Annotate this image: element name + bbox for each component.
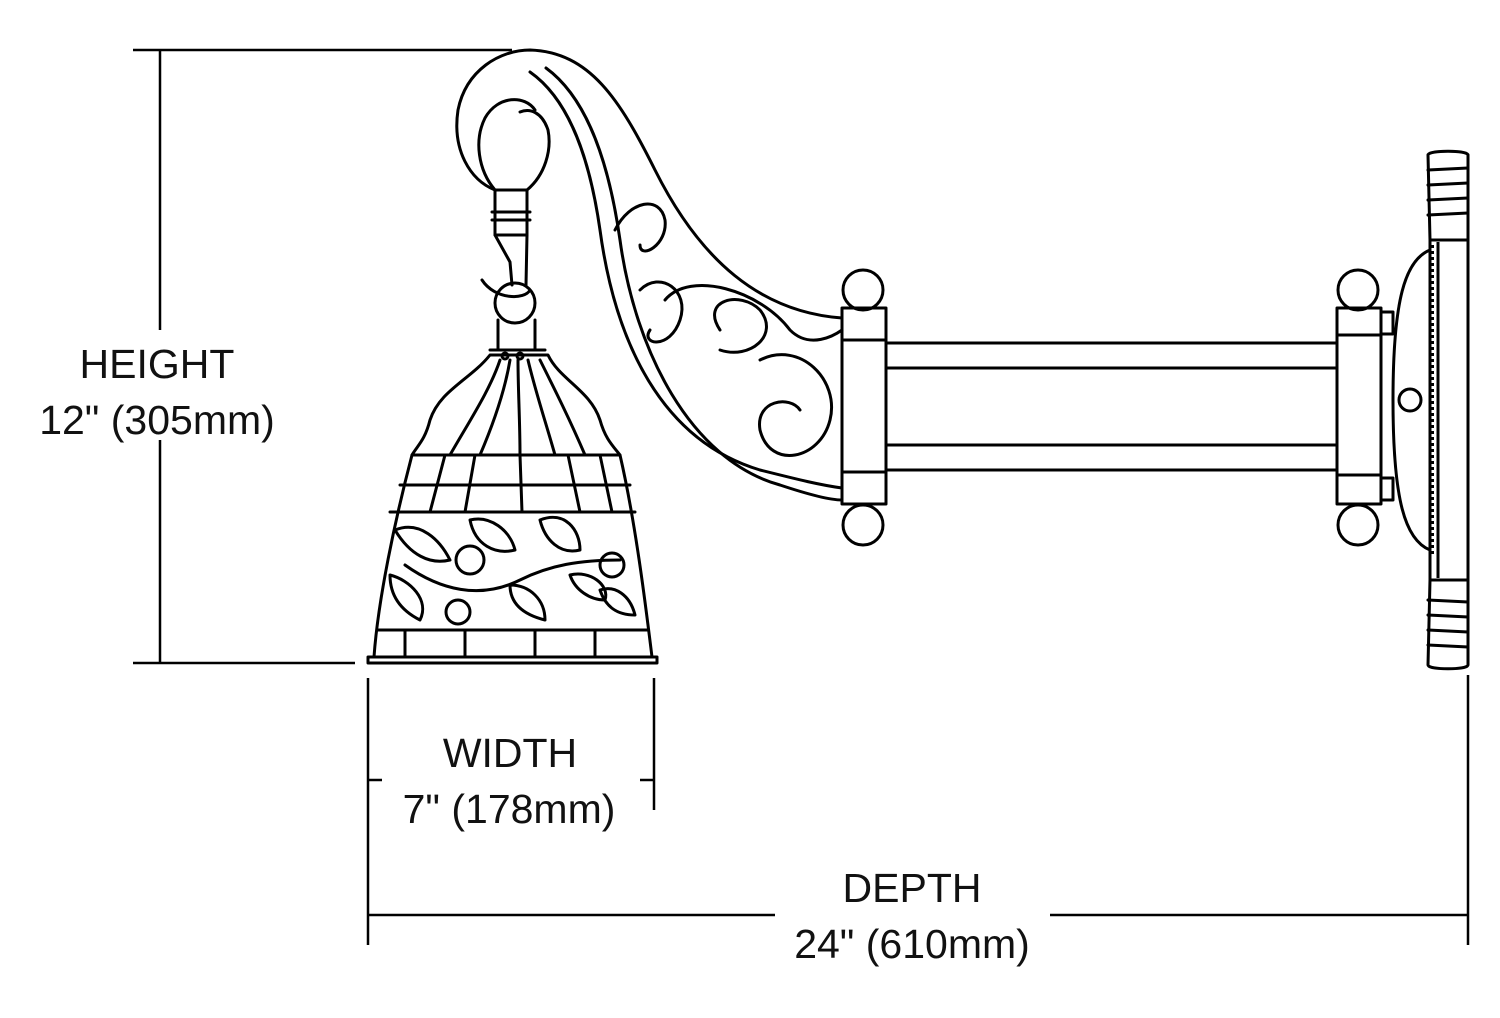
scroll-arm xyxy=(455,48,844,502)
width-value: 7" (178mm) xyxy=(403,786,616,832)
wall-plate xyxy=(1391,149,1470,671)
height-value: 12" (305mm) xyxy=(39,397,275,443)
lamp-shade xyxy=(366,351,659,665)
height-dimension: HEIGHT 12" (305mm) xyxy=(39,48,512,665)
depth-label: DEPTH xyxy=(843,865,982,911)
hanging-hook xyxy=(480,188,547,352)
height-label: HEIGHT xyxy=(80,341,235,387)
depth-value: 24" (610mm) xyxy=(794,921,1030,967)
depth-dimension: DEPTH 24" (610mm) xyxy=(366,675,1470,967)
width-label: WIDTH xyxy=(443,730,577,776)
arm-swivel-left xyxy=(840,268,888,547)
swing-arm-rod xyxy=(884,341,1339,472)
arm-swivel-right xyxy=(1335,268,1395,547)
width-dimension: WIDTH 7" (178mm) xyxy=(366,678,656,832)
